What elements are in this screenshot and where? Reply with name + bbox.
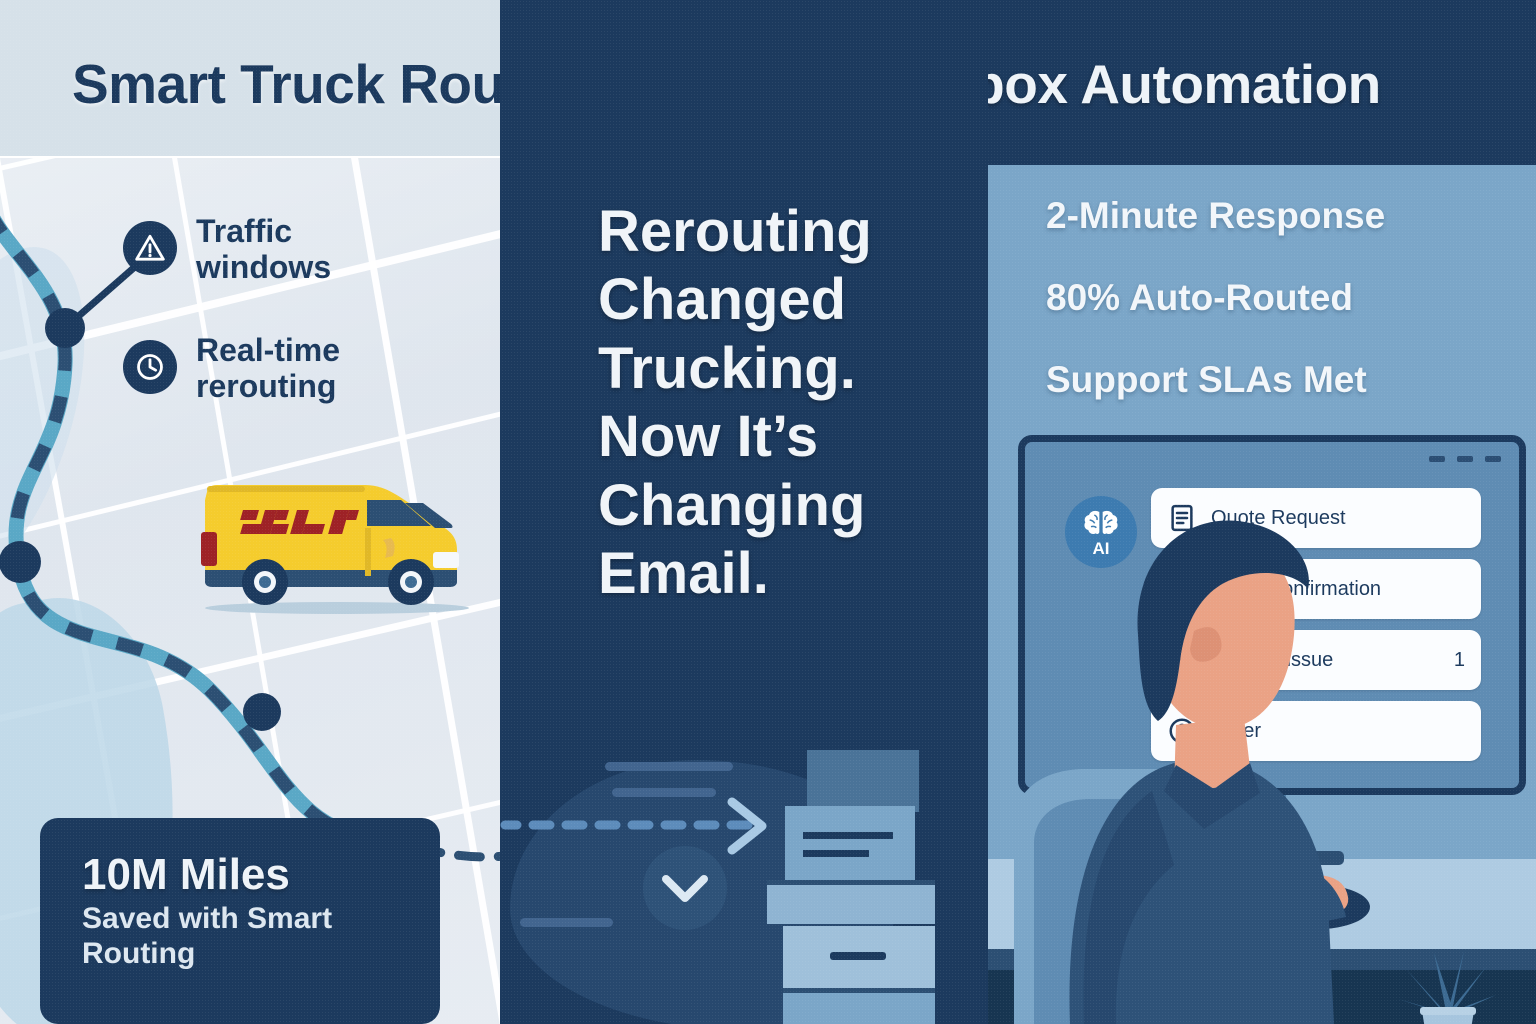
right-stats-list: 2-Minute Response 80% Auto-Routed Suppor… bbox=[1046, 197, 1385, 443]
left-panel-smart-truck-routing: Traffic windows Real-time rerouting bbox=[0, 0, 500, 1024]
dhl-delivery-van bbox=[201, 485, 469, 614]
inbox-item-count: 1 bbox=[1453, 648, 1465, 671]
delivery-route-path bbox=[0, 215, 500, 862]
potted-plant bbox=[1398, 951, 1496, 1024]
left-header-band: Smart Truck Routing bbox=[0, 0, 500, 158]
map-pin-traffic-windows[interactable] bbox=[123, 221, 177, 275]
ai-badge: AI bbox=[1065, 496, 1137, 568]
clock-icon bbox=[137, 354, 163, 380]
right-panel-inbox-automation: 2-Minute Response 80% Auto-Routed Suppor… bbox=[988, 0, 1536, 1024]
center-boxes-illustration bbox=[767, 750, 935, 1024]
office-scene: 2-Minute Response 80% Auto-Routed Suppor… bbox=[988, 165, 1536, 1024]
right-header-title: Inbox Automation bbox=[988, 53, 1381, 115]
document-icon bbox=[1171, 504, 1193, 532]
stat-response-time: 2-Minute Response bbox=[1046, 195, 1386, 236]
right-header-band: Inbox Automation bbox=[988, 0, 1536, 165]
computer-monitor: AI Quote Request bbox=[1018, 435, 1526, 795]
map-pin-label-real-time-rerouting: Real-time rerouting bbox=[196, 332, 341, 404]
warning-triangle-icon bbox=[135, 234, 165, 261]
center-flow-illustration bbox=[500, 762, 767, 930]
map-pin-real-time-rerouting[interactable] bbox=[123, 340, 177, 394]
center-headline: Rerouting Changed Trucking. Now It’s Cha… bbox=[598, 198, 928, 609]
ai-badge-label: AI bbox=[1092, 538, 1110, 558]
window-controls[interactable] bbox=[1429, 456, 1501, 462]
stat-card-value: 10M Miles bbox=[82, 850, 290, 899]
headline-line-2: Changed bbox=[598, 267, 847, 333]
stat-card-miles-saved: 10M Miles Saved with Smart Routing bbox=[40, 818, 440, 1024]
headline-line-1: Rerouting bbox=[598, 199, 872, 264]
stat-auto-routed: 80% Auto-Routed bbox=[1046, 277, 1353, 318]
map-pin-label-traffic-windows: Traffic windows bbox=[196, 213, 332, 285]
stat-slas-met: Support SLAs Met bbox=[1046, 359, 1367, 400]
seated-person-back-view bbox=[1069, 520, 1370, 1024]
headline-line-3: Trucking. bbox=[598, 335, 856, 401]
maximize-icon[interactable] bbox=[1457, 456, 1473, 462]
center-panel-headline: Rerouting Changed Trucking. Now It’s Cha… bbox=[500, 0, 988, 1024]
headline-line-4: Now It’s bbox=[598, 404, 819, 470]
headline-line-6: Email. bbox=[598, 541, 769, 607]
close-icon[interactable] bbox=[1485, 456, 1501, 462]
stat-card-caption: Saved with Smart Routing bbox=[82, 902, 333, 970]
left-header-title: Smart Truck Routing bbox=[72, 53, 500, 115]
brain-icon bbox=[1084, 510, 1118, 534]
headline-line-5: Changing bbox=[598, 472, 866, 538]
minimize-icon[interactable] bbox=[1429, 456, 1445, 462]
